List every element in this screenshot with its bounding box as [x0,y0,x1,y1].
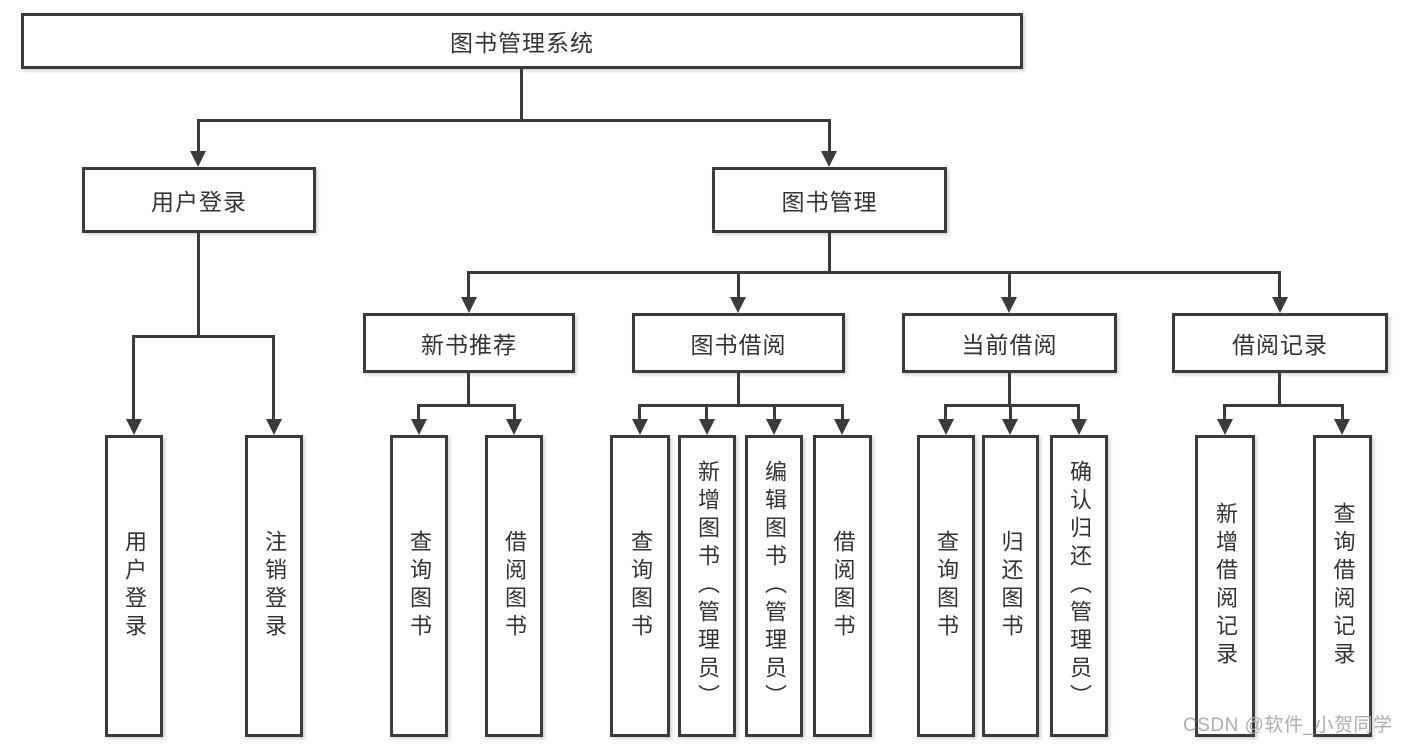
connector-line [638,404,844,407]
arrowhead-icon [1002,419,1018,435]
leaf-edit-books-admin: 编辑图书（管理员） [745,435,803,737]
leaf-label: 查询图书 [628,530,653,642]
arrowhead-icon [461,297,477,313]
connector-line [1008,271,1011,299]
connector-line [272,335,275,421]
connector-line [197,119,831,122]
arrowhead-icon [506,419,522,435]
leaf-label: 新增借阅记录 [1213,502,1238,670]
connector-line [1008,373,1011,406]
connector-line [197,119,200,153]
csdn-watermark: CSDN @软件_小贺同学 [1183,715,1393,736]
node-label: 图书借阅 [690,332,787,358]
leaf-label: 归还图书 [998,530,1024,642]
arrowhead-icon [1071,419,1087,435]
arrowhead-icon [699,419,715,435]
connector-line [1223,404,1343,407]
arrowhead-icon [126,419,142,435]
connector-line [737,373,740,406]
connector-line [638,404,641,421]
node-label: 用户登录 [151,189,247,215]
connector-line [467,373,470,406]
node-label: 图书管理系统 [450,30,594,56]
connector-line [944,404,947,421]
node-book-management: 图书管理 [712,167,947,233]
arrowhead-icon [730,297,746,313]
leaf-query-books-current: 查询图书 [917,435,975,737]
connector-line [773,404,776,421]
node-label: 图书管理 [781,189,878,215]
arrowhead-icon [834,419,850,435]
connector-line [828,119,831,153]
node-user-login: 用户登录 [82,167,316,233]
connector-line [944,404,1080,407]
leaf-label: 查询图书 [934,530,959,642]
arrowhead-icon [938,419,954,435]
leaf-label: 查询借阅记录 [1330,502,1356,670]
leaf-label: 用户登录 [122,530,147,642]
connector-line [467,271,1281,274]
leaf-logout: 注销登录 [245,435,303,737]
leaf-label: 新增图书（管理员） [695,460,720,712]
arrowhead-icon [1217,419,1233,435]
leaf-borrow-books-recommend: 借阅图书 [485,435,543,737]
leaf-borrow-books: 借阅图书 [813,435,872,737]
arrowhead-icon [821,151,837,167]
arrowhead-icon [632,419,648,435]
connector-line [467,271,470,299]
connector-line [1278,271,1281,299]
connector-line [841,404,844,421]
connector-line [513,404,516,421]
leaf-add-books-admin: 新增图书（管理员） [678,435,736,737]
connector-line [1341,404,1344,421]
connector-line [197,233,200,338]
node-label: 当前借阅 [961,332,1058,358]
node-library-management-system: 图书管理系统 [21,13,1023,69]
connector-line [132,335,275,338]
leaf-return-books: 归还图书 [982,435,1039,737]
arrowhead-icon [1001,297,1017,313]
node-new-book-recommendation: 新书推荐 [363,313,575,373]
connector-line [1278,373,1281,406]
arrowhead-icon [411,419,427,435]
leaf-confirm-return-admin: 确认归还（管理员） [1050,435,1108,737]
leaf-label: 借阅图书 [830,530,856,642]
arrowhead-icon [190,151,206,167]
connector-line [417,404,516,407]
leaf-user-login: 用户登录 [105,435,163,737]
connector-line [828,233,831,274]
node-book-borrowing: 图书借阅 [632,313,845,373]
connector-line [737,271,740,299]
connector-line [1009,404,1012,421]
leaf-label: 借阅图书 [502,530,527,642]
connector-line [1077,404,1080,421]
leaf-label: 编辑图书（管理员） [762,460,787,712]
leaf-query-books-recommend: 查询图书 [390,435,448,737]
leaf-label: 查询图书 [407,530,432,642]
node-label: 借阅记录 [1232,332,1328,358]
arrowhead-icon [1334,419,1350,435]
connector-line [1223,404,1226,421]
node-label: 新书推荐 [421,332,517,358]
connector-line [520,69,523,121]
arrowhead-icon [266,419,282,435]
arrowhead-icon [1272,297,1288,313]
leaf-label: 确认归还（管理员） [1067,460,1092,712]
leaf-label: 注销登录 [262,530,287,642]
connector-line [132,335,135,421]
node-current-borrowing: 当前借阅 [902,313,1117,373]
connector-line [705,404,708,421]
leaf-query-borrow-record: 查询借阅记录 [1313,435,1372,737]
arrowhead-icon [766,419,782,435]
connector-line [417,404,420,421]
leaf-add-borrow-record: 新增借阅记录 [1195,435,1255,737]
leaf-query-books-borrowing: 查询图书 [610,435,670,737]
node-borrow-records: 借阅记录 [1172,313,1388,373]
